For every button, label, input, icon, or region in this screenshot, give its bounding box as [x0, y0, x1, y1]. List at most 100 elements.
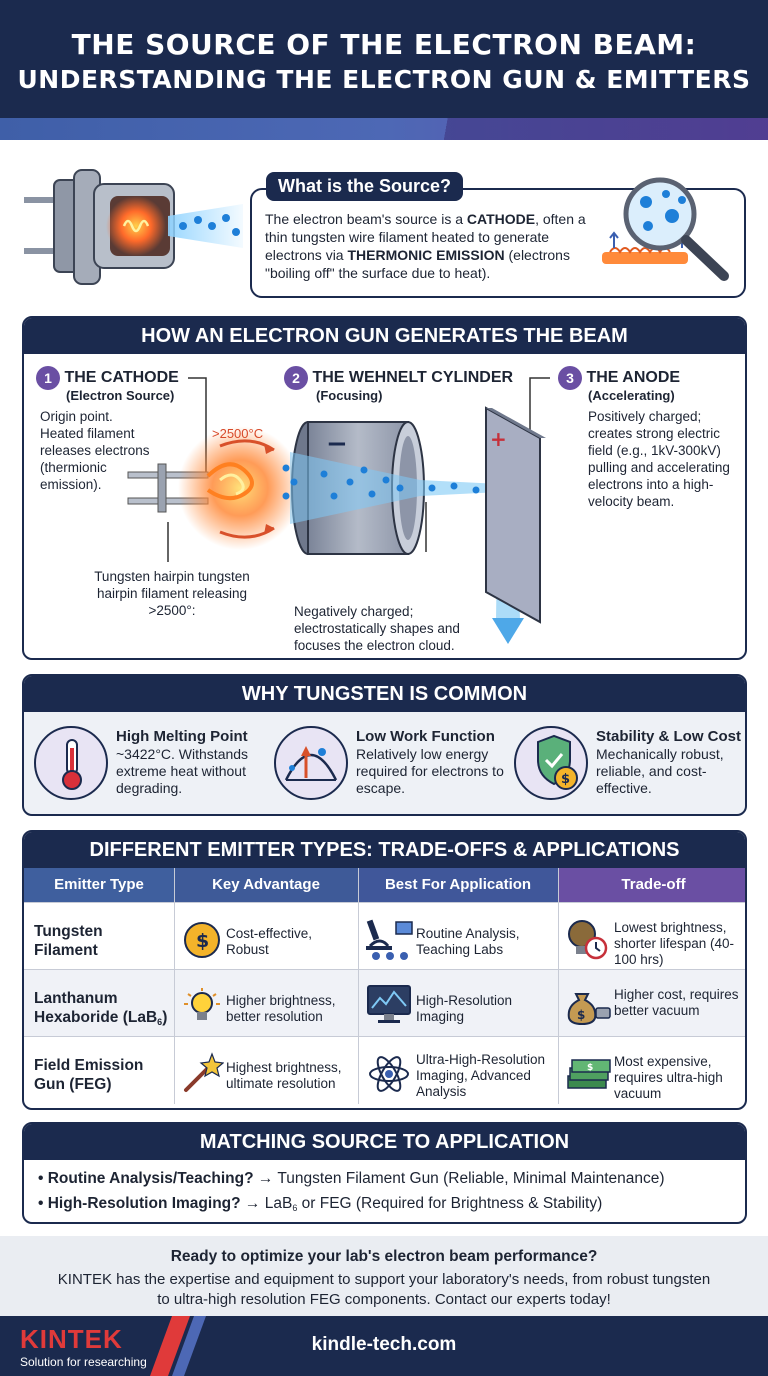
magnifier-electrons-icon	[602, 177, 729, 281]
step-1-header: 1 THE CATHODE	[36, 366, 179, 390]
advantage-lab6: Higher brightness, better resolution	[226, 993, 336, 1024]
monitor-imaging-icon	[367, 985, 411, 1023]
emitter-type-line1: Lanthanum	[34, 990, 118, 1007]
matching-line-1: • Routine Analysis/Teaching? → Tungsten …	[38, 1168, 665, 1190]
matching-line-2-subscript: 6	[292, 1203, 298, 1213]
emitter-type-tungsten: Tungsten Filament	[34, 922, 103, 960]
step-1-subtitle: (Electron Source)	[66, 388, 175, 403]
tungsten-section: WHY TUNGSTEN IS COMMON	[22, 674, 747, 816]
step-1-number: 1	[36, 366, 60, 390]
matching-line-1-question: • Routine Analysis/Teaching?	[38, 1170, 254, 1187]
intro-text-c: , often a thin tungsten wire filament he…	[265, 211, 586, 263]
emitter-type-line2: Gun (FEG)	[34, 1076, 112, 1093]
money-bag-vacuum-icon: $	[567, 993, 611, 1026]
advantage-feg: Highest brightness, ultimate resolution	[226, 1060, 342, 1091]
table-row	[24, 1036, 745, 1103]
table-row	[24, 902, 745, 969]
cta-body-line-2: to ultra-high resolution FEG components.…	[157, 1291, 611, 1308]
tungsten-item-1-title: High Melting Point	[116, 728, 248, 745]
svg-text:$: $	[561, 772, 570, 787]
emitter-type-lab6: Lanthanum Hexaboride (LaB6)	[34, 989, 167, 1032]
column-divider	[174, 868, 175, 1104]
atom-icon	[369, 1056, 409, 1092]
step-2-subtitle: (Focusing)	[316, 388, 383, 403]
intro-text-emission: THERMONIC EMISSION	[347, 247, 505, 263]
wehnelt-minus-sign: −	[326, 429, 348, 459]
application-feg: Ultra-High-Resolution Imaging, Advanced …	[416, 1052, 546, 1099]
emitter-table: DIFFERENT EMITTER TYPES: TRADE-OFFS & AP…	[22, 830, 747, 1110]
intro-tag: What is the Source?	[266, 172, 464, 201]
footer: KINTEK Solution for researching kindle-t…	[0, 1316, 768, 1376]
emitter-type-feg: Field Emission Gun (FEG)	[34, 1056, 143, 1094]
intro-text-e: (electrons "boiling off" the surface due…	[265, 247, 570, 281]
electron-gun-illustration	[24, 169, 243, 285]
tradeoff-lab6: Higher cost, requires better vacuum	[614, 987, 739, 1018]
step-3-description: Positively charged; creates strong elect…	[588, 409, 730, 509]
emitter-type-line1: Tungsten	[34, 923, 103, 940]
cta-body: KINTEK has the expertise and equipment t…	[0, 1270, 768, 1310]
svg-text:$: $	[577, 1008, 585, 1022]
emitter-type-line2: Filament	[34, 942, 98, 959]
column-divider	[358, 868, 359, 1104]
emitter-type-line1: Field Emission	[34, 1057, 144, 1074]
advantage-tungsten: Cost-effective, Robust	[226, 926, 313, 957]
step-1-title: THE CATHODE	[64, 369, 179, 387]
emitter-type-subscript: 6	[157, 1017, 163, 1027]
emitter-heading: DIFFERENT EMITTER TYPES: TRADE-OFFS & AP…	[24, 832, 745, 868]
matching-line-1-answer: → Tungsten Filament Gun (Reliable, Minim…	[253, 1170, 665, 1187]
call-to-action: Ready to optimize your lab's electron be…	[0, 1236, 768, 1316]
anode-plus-sign: +	[490, 427, 507, 451]
emitter-type-line2-end: )	[162, 1009, 168, 1026]
page-title: THE SOURCE OF THE ELECTRON BEAM: UNDERST…	[0, 0, 768, 97]
dim-bulb-clock-icon	[568, 920, 608, 960]
step-2-title: THE WEHNELT CYLINDER	[312, 369, 514, 387]
step-2-header: 2 THE WEHNELT CYLINDER	[284, 366, 513, 390]
column-header-application: Best For Application	[358, 868, 558, 902]
matching-line-2-question: • High-Resolution Imaging?	[38, 1195, 241, 1212]
thermometer-icon	[34, 726, 108, 800]
emitter-type-line2: Hexaboride (LaB	[34, 1009, 158, 1026]
tungsten-item-3-desc: Mechanically robust, reliable, and cost-…	[596, 746, 724, 796]
energy-curve-icon	[274, 726, 348, 800]
svg-text:$: $	[196, 930, 209, 952]
step-3-subtitle: (Accelerating)	[588, 388, 675, 403]
application-tungsten: Routine Analysis, Teaching Labs	[416, 926, 520, 957]
matching-section: MATCHING SOURCE TO APPLICATION • Routine…	[22, 1122, 747, 1224]
column-divider	[558, 868, 559, 1104]
column-header-emitter-type: Emitter Type	[24, 868, 174, 902]
cta-title: Ready to optimize your lab's electron be…	[170, 1248, 598, 1265]
step-1-description: Origin point. Heated filament releases e…	[40, 409, 150, 492]
tungsten-item-2-title: Low Work Function	[356, 728, 495, 745]
magic-wand-icon	[184, 1052, 224, 1092]
filament-caption: Tungsten hairpin tungsten hairpin filame…	[94, 569, 250, 618]
intro-text: The electron beam's source is a CATHODE,…	[265, 210, 605, 282]
tradeoff-feg: Most expensive, requires ultra-high vacu…	[614, 1054, 723, 1101]
title-line-2: UNDERSTANDING THE ELECTRON GUN & EMITTER…	[17, 65, 751, 94]
coin-icon: $	[184, 922, 220, 958]
gun-section: HOW AN ELECTRON GUN GENERATES THE BEAM	[22, 316, 747, 660]
tungsten-heading: WHY TUNGSTEN IS COMMON	[24, 676, 745, 712]
intro-text-cathode: CATHODE	[466, 211, 536, 227]
step-2-number: 2	[284, 366, 308, 390]
shield-coin-icon: $	[514, 726, 588, 800]
matching-line-2-answer-b: or FEG (Required for Brightness & Stabil…	[297, 1195, 603, 1212]
brand-logo[interactable]: KINTEK	[20, 1324, 123, 1354]
brand-tagline: Solution for researching	[20, 1355, 147, 1369]
tungsten-item-2-desc: Relatively low energy required for elect…	[356, 746, 504, 796]
step-3-number: 3	[558, 366, 582, 390]
header-banner: THE SOURCE OF THE ELECTRON BEAM: UNDERST…	[0, 0, 768, 118]
tradeoff-tungsten: Lowest brightness, shorter lifespan (40-…	[614, 920, 735, 967]
footer-slash-accent	[150, 1316, 206, 1376]
electron-gun-diagram: − +	[127, 377, 550, 644]
matching-heading: MATCHING SOURCE TO APPLICATION	[24, 1124, 745, 1160]
header-stripe-accent	[0, 118, 768, 140]
tungsten-item-3-title: Stability & Low Cost	[596, 728, 742, 745]
application-lab6: High-Resolution Imaging	[416, 993, 513, 1024]
step-3-title: THE ANODE	[586, 369, 681, 387]
svg-text:$: $	[587, 1063, 593, 1073]
intro-text-a: The electron beam's source is a	[265, 211, 467, 227]
website-link[interactable]: kindle-tech.com	[311, 1334, 457, 1355]
microscope-teaching-icon	[366, 919, 413, 960]
column-header-tradeoff: Trade-off	[558, 868, 745, 902]
temperature-label: >2500°C	[212, 426, 264, 441]
